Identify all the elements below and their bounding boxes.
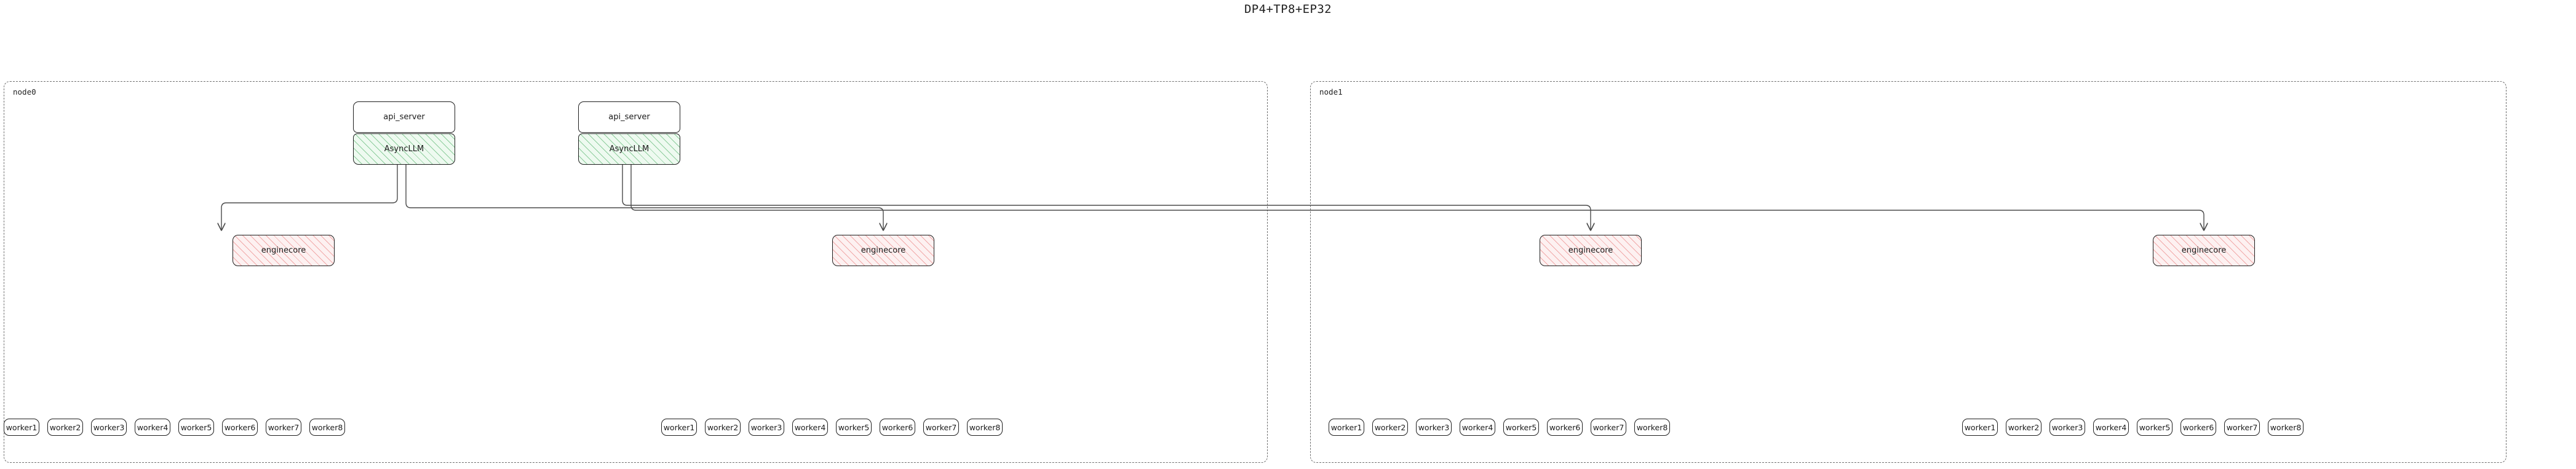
- asyncllm-box-label: AsyncLLM: [384, 144, 424, 154]
- worker-box-label: worker5: [838, 422, 870, 432]
- worker-box-label: worker5: [180, 422, 212, 432]
- api-server-box[interactable]: api_server: [353, 101, 455, 133]
- worker-box[interactable]: worker3: [749, 419, 784, 436]
- node-container-node0: node0: [4, 81, 1268, 463]
- worker-box-label: worker6: [224, 422, 256, 432]
- worker-box[interactable]: worker8: [1634, 419, 1670, 436]
- enginecore-box[interactable]: enginecore: [233, 235, 335, 266]
- worker-box[interactable]: worker6: [2180, 419, 2216, 436]
- worker-box[interactable]: worker1: [1329, 419, 1364, 436]
- worker-box-label: worker1: [6, 422, 38, 432]
- worker-box[interactable]: worker2: [1372, 419, 1408, 436]
- worker-box[interactable]: worker3: [2049, 419, 2085, 436]
- worker-box[interactable]: worker7: [2224, 419, 2260, 436]
- worker-box-label: worker1: [663, 422, 695, 432]
- worker-box[interactable]: worker6: [222, 419, 258, 436]
- worker-box-label: worker4: [794, 422, 826, 432]
- worker-box-label: worker1: [1330, 422, 1362, 432]
- api-server-box[interactable]: api_server: [578, 101, 680, 133]
- worker-box-label: worker2: [2008, 422, 2040, 432]
- worker-box[interactable]: worker5: [2137, 419, 2173, 436]
- worker-box-label: worker7: [268, 422, 300, 432]
- worker-box-label: worker7: [1592, 422, 1624, 432]
- worker-box[interactable]: worker7: [266, 419, 301, 436]
- worker-box[interactable]: worker2: [47, 419, 83, 436]
- worker-box-label: worker5: [1505, 422, 1537, 432]
- worker-box-label: worker8: [969, 422, 1001, 432]
- worker-box[interactable]: worker8: [967, 419, 1003, 436]
- enginecore-box[interactable]: enginecore: [1540, 235, 1642, 266]
- worker-box-label: worker4: [2095, 422, 2127, 432]
- worker-box-label: worker6: [2182, 422, 2214, 432]
- enginecore-box-label: enginecore: [1568, 246, 1613, 255]
- worker-box[interactable]: worker5: [1503, 419, 1539, 436]
- worker-box-label: worker3: [750, 422, 782, 432]
- node-label-node1: node1: [1319, 87, 1343, 97]
- worker-box[interactable]: worker1: [1962, 419, 1998, 436]
- worker-box-label: worker3: [2051, 422, 2083, 432]
- worker-box-label: worker3: [93, 422, 125, 432]
- worker-box[interactable]: worker2: [705, 419, 741, 436]
- worker-box-label: worker8: [311, 422, 343, 432]
- worker-box[interactable]: worker4: [135, 419, 170, 436]
- worker-box-label: worker2: [707, 422, 739, 432]
- worker-box-label: worker3: [1418, 422, 1450, 432]
- worker-box[interactable]: worker2: [2006, 419, 2041, 436]
- worker-box-label: worker6: [881, 422, 913, 432]
- node-label-node0: node0: [13, 87, 36, 97]
- worker-box[interactable]: worker7: [1591, 419, 1626, 436]
- asyncllm-box[interactable]: AsyncLLM: [353, 133, 455, 165]
- enginecore-box-label: enginecore: [261, 246, 306, 255]
- worker-box[interactable]: worker3: [91, 419, 127, 436]
- worker-box-label: worker1: [1964, 422, 1996, 432]
- api-server-box-label: api_server: [383, 112, 425, 122]
- enginecore-box[interactable]: enginecore: [2153, 235, 2255, 266]
- asyncllm-box-label: AsyncLLM: [609, 144, 650, 154]
- enginecore-box-label: enginecore: [2181, 246, 2227, 255]
- worker-box-label: worker7: [2226, 422, 2258, 432]
- api-server-box-label: api_server: [608, 112, 650, 122]
- worker-box[interactable]: worker1: [4, 419, 39, 436]
- worker-box[interactable]: worker6: [880, 419, 915, 436]
- worker-box[interactable]: worker4: [2093, 419, 2129, 436]
- worker-box-label: worker2: [49, 422, 81, 432]
- worker-box[interactable]: worker5: [178, 419, 214, 436]
- worker-box[interactable]: worker8: [2268, 419, 2304, 436]
- worker-box-label: worker4: [1461, 422, 1493, 432]
- enginecore-box[interactable]: enginecore: [832, 235, 934, 266]
- worker-box-label: worker4: [137, 422, 169, 432]
- worker-box[interactable]: worker7: [923, 419, 959, 436]
- worker-box[interactable]: worker1: [661, 419, 697, 436]
- worker-box[interactable]: worker6: [1547, 419, 1583, 436]
- enginecore-box-label: enginecore: [861, 246, 906, 255]
- worker-box-label: worker8: [2270, 422, 2302, 432]
- asyncllm-box[interactable]: AsyncLLM: [578, 133, 680, 165]
- worker-box[interactable]: worker3: [1416, 419, 1452, 436]
- worker-box[interactable]: worker4: [792, 419, 828, 436]
- worker-box-label: worker2: [1374, 422, 1406, 432]
- worker-box-label: worker6: [1549, 422, 1581, 432]
- worker-box[interactable]: worker4: [1460, 419, 1495, 436]
- node-container-node1: node1: [1310, 81, 2506, 463]
- worker-box[interactable]: worker8: [309, 419, 345, 436]
- worker-box-label: worker8: [1636, 422, 1668, 432]
- page-title: DP4+TP8+EP32: [1244, 2, 1332, 16]
- worker-box[interactable]: worker5: [836, 419, 872, 436]
- worker-box-label: worker5: [2139, 422, 2171, 432]
- worker-box-label: worker7: [925, 422, 957, 432]
